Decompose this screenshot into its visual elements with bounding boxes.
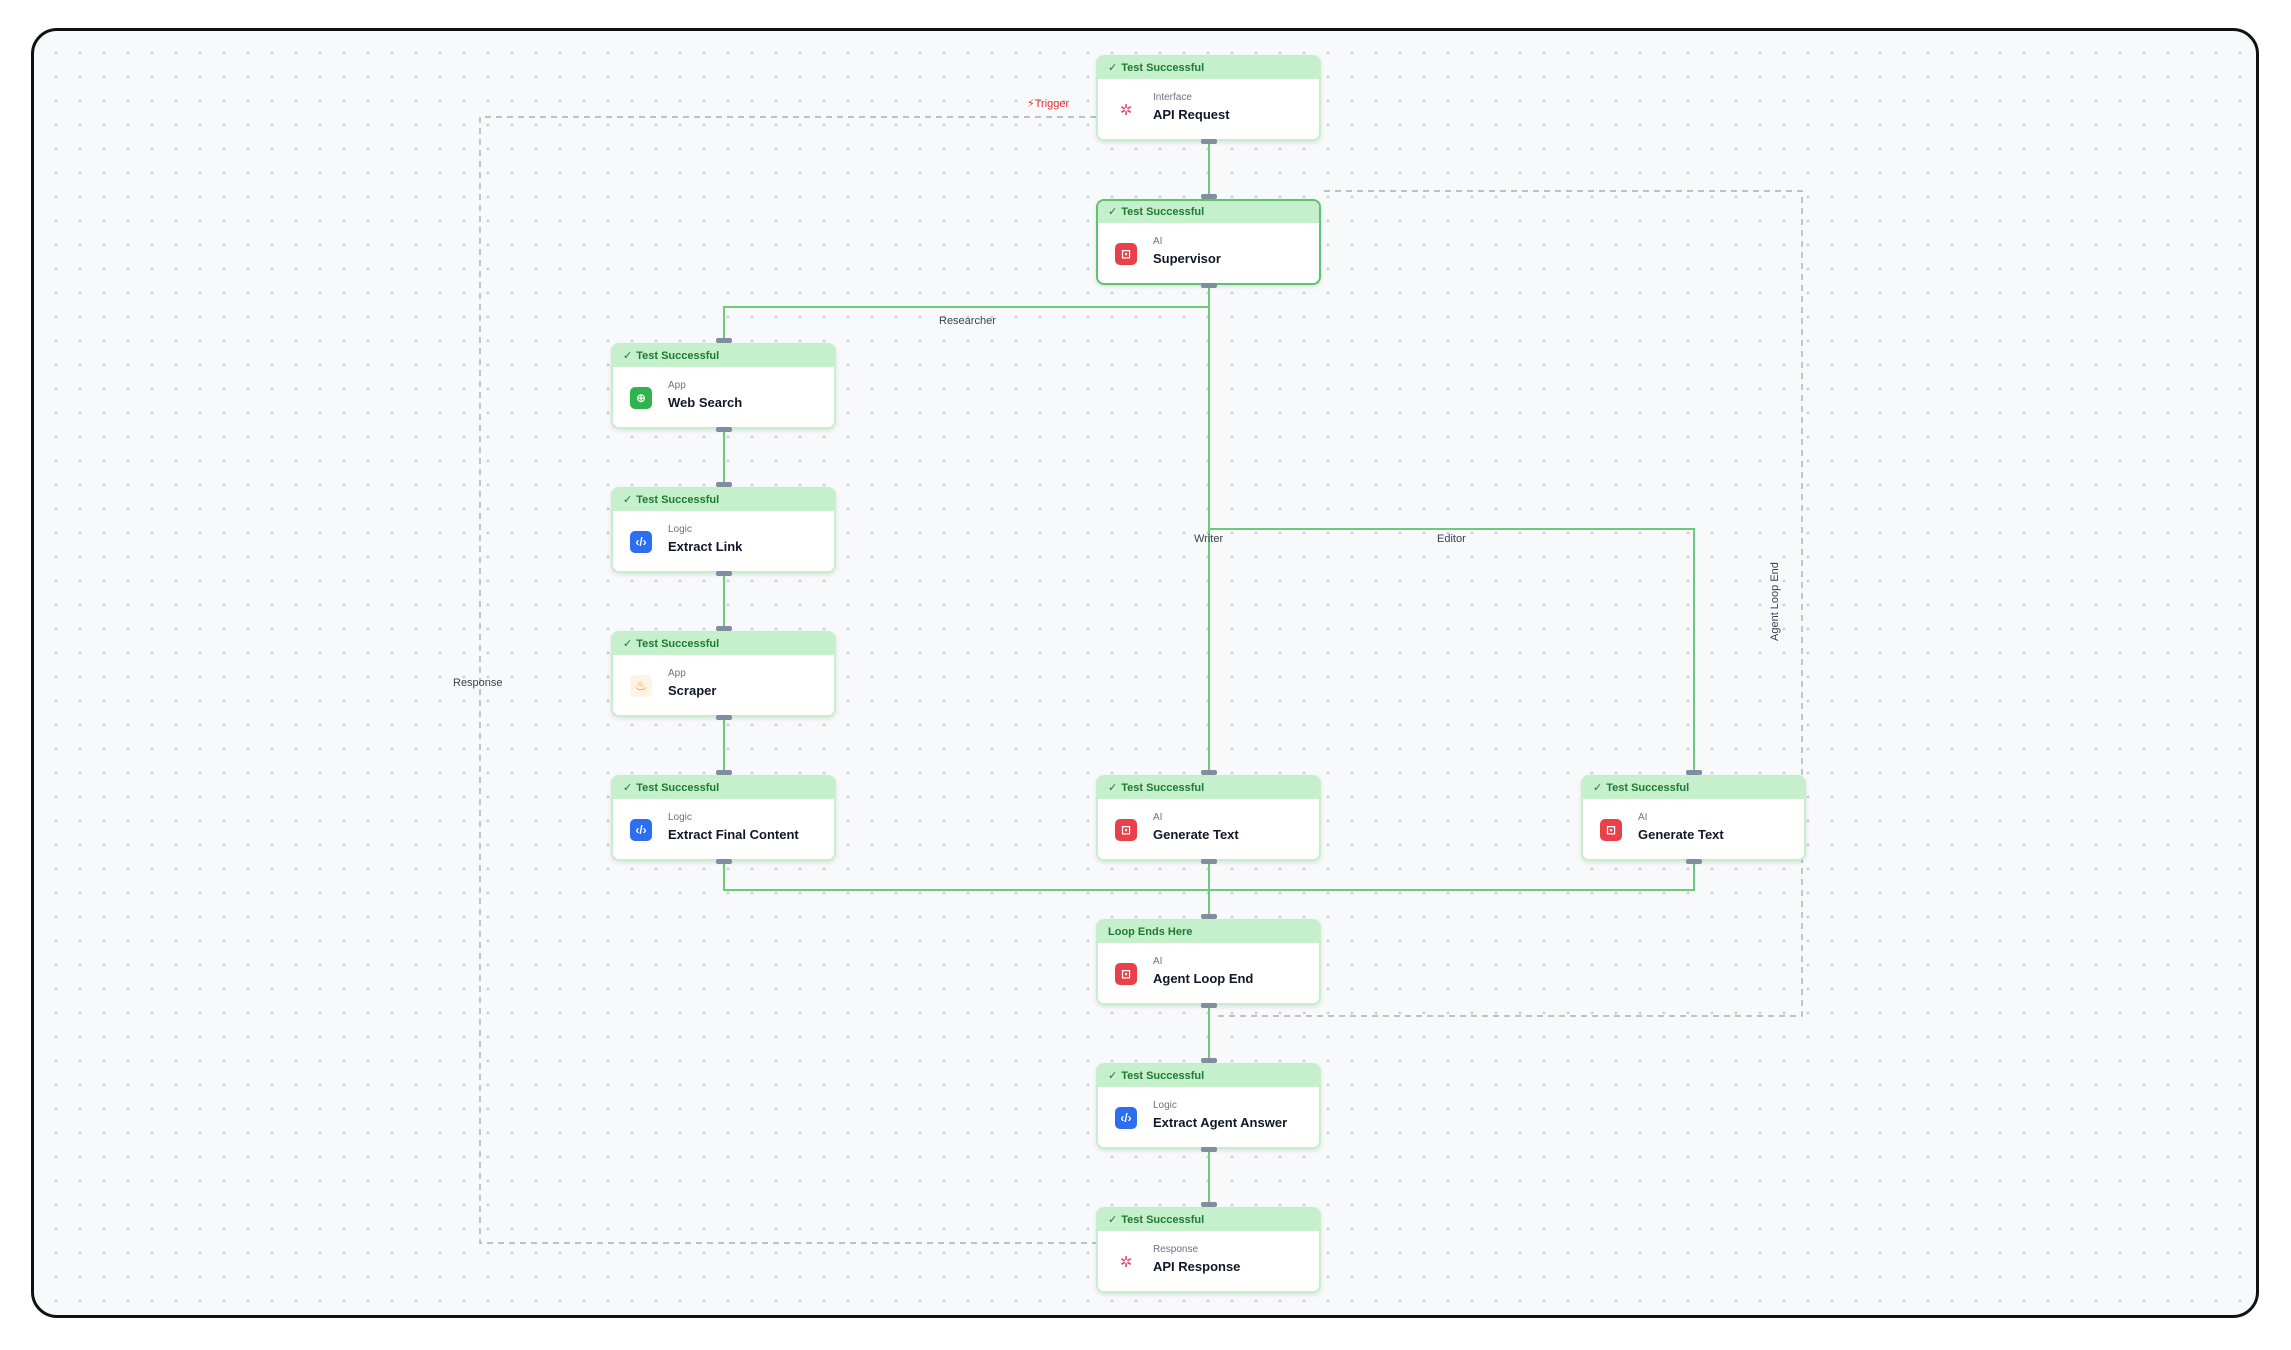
output-port[interactable] bbox=[1201, 859, 1217, 864]
node-supervisor[interactable]: ✓Test Successful ⊡ AI Supervisor bbox=[1096, 199, 1321, 285]
input-port[interactable] bbox=[1201, 914, 1217, 919]
node-status: Test Successful bbox=[1121, 1214, 1205, 1226]
output-port[interactable] bbox=[716, 859, 732, 864]
node-extract-final-content[interactable]: ✓Test Successful ‹/› Logic Extract Final… bbox=[611, 775, 836, 861]
node-category: AI bbox=[1153, 236, 1163, 247]
robot-icon: ⊡ bbox=[1115, 963, 1137, 985]
node-category: Logic bbox=[1153, 1100, 1177, 1111]
node-status: Test Successful bbox=[636, 638, 720, 650]
check-icon: ✓ bbox=[1108, 1070, 1118, 1082]
input-port[interactable] bbox=[716, 338, 732, 343]
input-port[interactable] bbox=[1201, 1202, 1217, 1207]
code-icon: ‹/› bbox=[630, 531, 652, 553]
code-icon: ‹/› bbox=[1115, 1107, 1137, 1129]
node-category: AI bbox=[1153, 956, 1163, 967]
node-title: Supervisor bbox=[1153, 251, 1221, 266]
node-category: Interface bbox=[1153, 92, 1192, 103]
output-port[interactable] bbox=[716, 715, 732, 720]
node-api-request[interactable]: ✓Test Successful ✲ Interface API Request bbox=[1096, 55, 1321, 141]
globe-icon: ⊕ bbox=[630, 387, 652, 409]
node-title: Extract Link bbox=[668, 539, 743, 554]
node-category: Response bbox=[1153, 1244, 1199, 1255]
check-icon: ✓ bbox=[623, 638, 633, 650]
edge-label-editor: Editor bbox=[1437, 533, 1466, 545]
check-icon: ✓ bbox=[1108, 782, 1118, 794]
edge-label-response: Response bbox=[453, 677, 503, 689]
output-port[interactable] bbox=[1201, 283, 1217, 288]
node-generate-text-writer[interactable]: ✓Test Successful ⊡ AI Generate Text bbox=[1096, 775, 1321, 861]
output-port[interactable] bbox=[1686, 859, 1702, 864]
input-port[interactable] bbox=[1201, 194, 1217, 199]
check-icon: ✓ bbox=[1108, 206, 1118, 218]
input-port[interactable] bbox=[716, 770, 732, 775]
edge-label-writer: Writer bbox=[1194, 533, 1224, 545]
node-status: Test Successful bbox=[1121, 206, 1205, 218]
node-status: Test Successful bbox=[636, 494, 720, 506]
output-port[interactable] bbox=[716, 427, 732, 432]
connection-wires bbox=[479, 116, 1803, 1244]
node-title: Extract Final Content bbox=[668, 827, 799, 842]
robot-icon: ⊡ bbox=[1600, 819, 1622, 841]
node-title: Generate Text bbox=[1638, 827, 1724, 842]
output-port[interactable] bbox=[716, 571, 732, 576]
node-api-response[interactable]: ✓Test Successful ✲ Response API Response bbox=[1096, 1207, 1321, 1293]
node-category: Logic bbox=[668, 524, 692, 535]
node-extract-link[interactable]: ✓Test Successful ‹/› Logic Extract Link bbox=[611, 487, 836, 573]
robot-icon: ⊡ bbox=[1115, 243, 1137, 265]
node-title: Generate Text bbox=[1153, 827, 1239, 842]
node-status: Loop Ends Here bbox=[1108, 926, 1193, 938]
edge-label-agent-loop-end: Agent Loop End bbox=[1769, 562, 1781, 641]
check-icon: ✓ bbox=[1593, 782, 1603, 794]
check-icon: ✓ bbox=[1108, 1214, 1118, 1226]
node-title: Agent Loop End bbox=[1153, 971, 1254, 986]
edge-supervisor-to-websearch bbox=[723, 306, 1209, 338]
node-web-search[interactable]: ✓Test Successful ⊕ App Web Search bbox=[611, 343, 836, 429]
node-generate-text-editor[interactable]: ✓Test Successful ⊡ AI Generate Text bbox=[1581, 775, 1806, 861]
agent-loop-end-dashed-edge bbox=[1216, 190, 1803, 1017]
node-status: Test Successful bbox=[1121, 62, 1205, 74]
sparkle-icon: ✲ bbox=[1115, 99, 1137, 121]
check-icon: ✓ bbox=[623, 782, 633, 794]
response-dashed-edge bbox=[479, 116, 1096, 1244]
node-category: App bbox=[668, 380, 686, 391]
node-category: AI bbox=[1638, 812, 1648, 823]
node-status: Test Successful bbox=[636, 350, 720, 362]
output-port[interactable] bbox=[1201, 1147, 1217, 1152]
robot-icon: ⊡ bbox=[1115, 819, 1137, 841]
edge-label-researcher: Researcher bbox=[939, 315, 996, 327]
input-port[interactable] bbox=[716, 482, 732, 487]
node-status: Test Successful bbox=[636, 782, 720, 794]
fire-icon: ♨ bbox=[630, 675, 652, 697]
node-status: Test Successful bbox=[1121, 782, 1205, 794]
edge-supervisor-to-editor bbox=[1209, 528, 1695, 788]
workflow-canvas[interactable]: ⚡Trigger Researcher Writer Editor Respon… bbox=[31, 28, 2259, 1318]
check-icon: ✓ bbox=[1108, 62, 1118, 74]
code-icon: ‹/› bbox=[630, 819, 652, 841]
node-scraper[interactable]: ✓Test Successful ♨ App Scraper bbox=[611, 631, 836, 717]
node-agent-loop-end[interactable]: Loop Ends Here ⊡ AI Agent Loop End bbox=[1096, 919, 1321, 1005]
output-port[interactable] bbox=[1201, 1003, 1217, 1008]
node-category: AI bbox=[1153, 812, 1163, 823]
node-title: API Request bbox=[1153, 107, 1230, 122]
check-icon: ✓ bbox=[623, 494, 633, 506]
sparkle-icon: ✲ bbox=[1115, 1251, 1137, 1273]
node-title: Scraper bbox=[668, 683, 717, 698]
check-icon: ✓ bbox=[623, 350, 633, 362]
node-category: Logic bbox=[668, 812, 692, 823]
node-title: API Response bbox=[1153, 1259, 1241, 1274]
node-status: Test Successful bbox=[1121, 1070, 1205, 1082]
input-port[interactable] bbox=[1201, 770, 1217, 775]
output-port[interactable] bbox=[1201, 139, 1217, 144]
input-port[interactable] bbox=[1686, 770, 1702, 775]
node-extract-agent-answer[interactable]: ✓Test Successful ‹/› Logic Extract Agent… bbox=[1096, 1063, 1321, 1149]
node-title: Extract Agent Answer bbox=[1153, 1115, 1288, 1130]
node-category: App bbox=[668, 668, 686, 679]
node-status: Test Successful bbox=[1606, 782, 1690, 794]
input-port[interactable] bbox=[716, 626, 732, 631]
node-title: Web Search bbox=[668, 395, 743, 410]
trigger-label: ⚡Trigger bbox=[1027, 98, 1070, 110]
input-port[interactable] bbox=[1201, 1058, 1217, 1063]
